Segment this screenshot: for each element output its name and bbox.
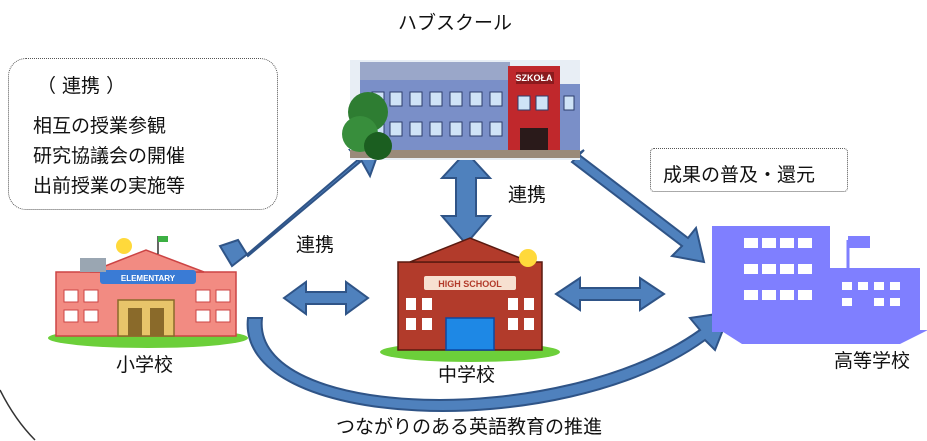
footer-text: つながりのある英語教育の推進 xyxy=(336,416,603,438)
elementary-sign: ELEMENTARY xyxy=(121,274,176,283)
hub-school-label: ハブスクール xyxy=(398,12,513,34)
middle-school-label: 中学校 xyxy=(438,364,496,386)
high-school-illustration xyxy=(712,226,927,344)
high-school-label: 高等学校 xyxy=(834,350,911,372)
cooperation-item: 研究協議会の開催 xyxy=(33,145,186,167)
middle-school-illustration xyxy=(380,237,560,362)
middle-sign: HIGH SCHOOL xyxy=(438,279,502,289)
hub-sign: SZKOŁA xyxy=(516,73,553,83)
elementary-illustration xyxy=(48,236,248,348)
arrow-hub-middle xyxy=(439,150,493,246)
link-label-center: 連携 xyxy=(508,184,547,206)
results-text: 成果の普及・還元 xyxy=(663,164,816,186)
arrow-hub-high xyxy=(570,149,706,264)
cooperation-box-title: （ 連携 ） xyxy=(37,75,126,97)
outer-arc xyxy=(0,389,36,441)
arrow-elementary-middle xyxy=(282,280,370,316)
elementary-label: 小学校 xyxy=(116,354,174,376)
cooperation-item: 相互の授業参観 xyxy=(33,115,167,137)
cooperation-item: 出前授業の実施等 xyxy=(33,175,186,197)
link-label-left: 連携 xyxy=(296,234,335,256)
cooperation-box: （ 連携 ） 相互の授業参観 研究協議会の開催 出前授業の実施等 xyxy=(8,58,278,210)
hub-school-illustration xyxy=(342,60,580,160)
results-box: 成果の普及・還元 xyxy=(650,148,848,192)
arrow-middle-high xyxy=(554,276,666,312)
